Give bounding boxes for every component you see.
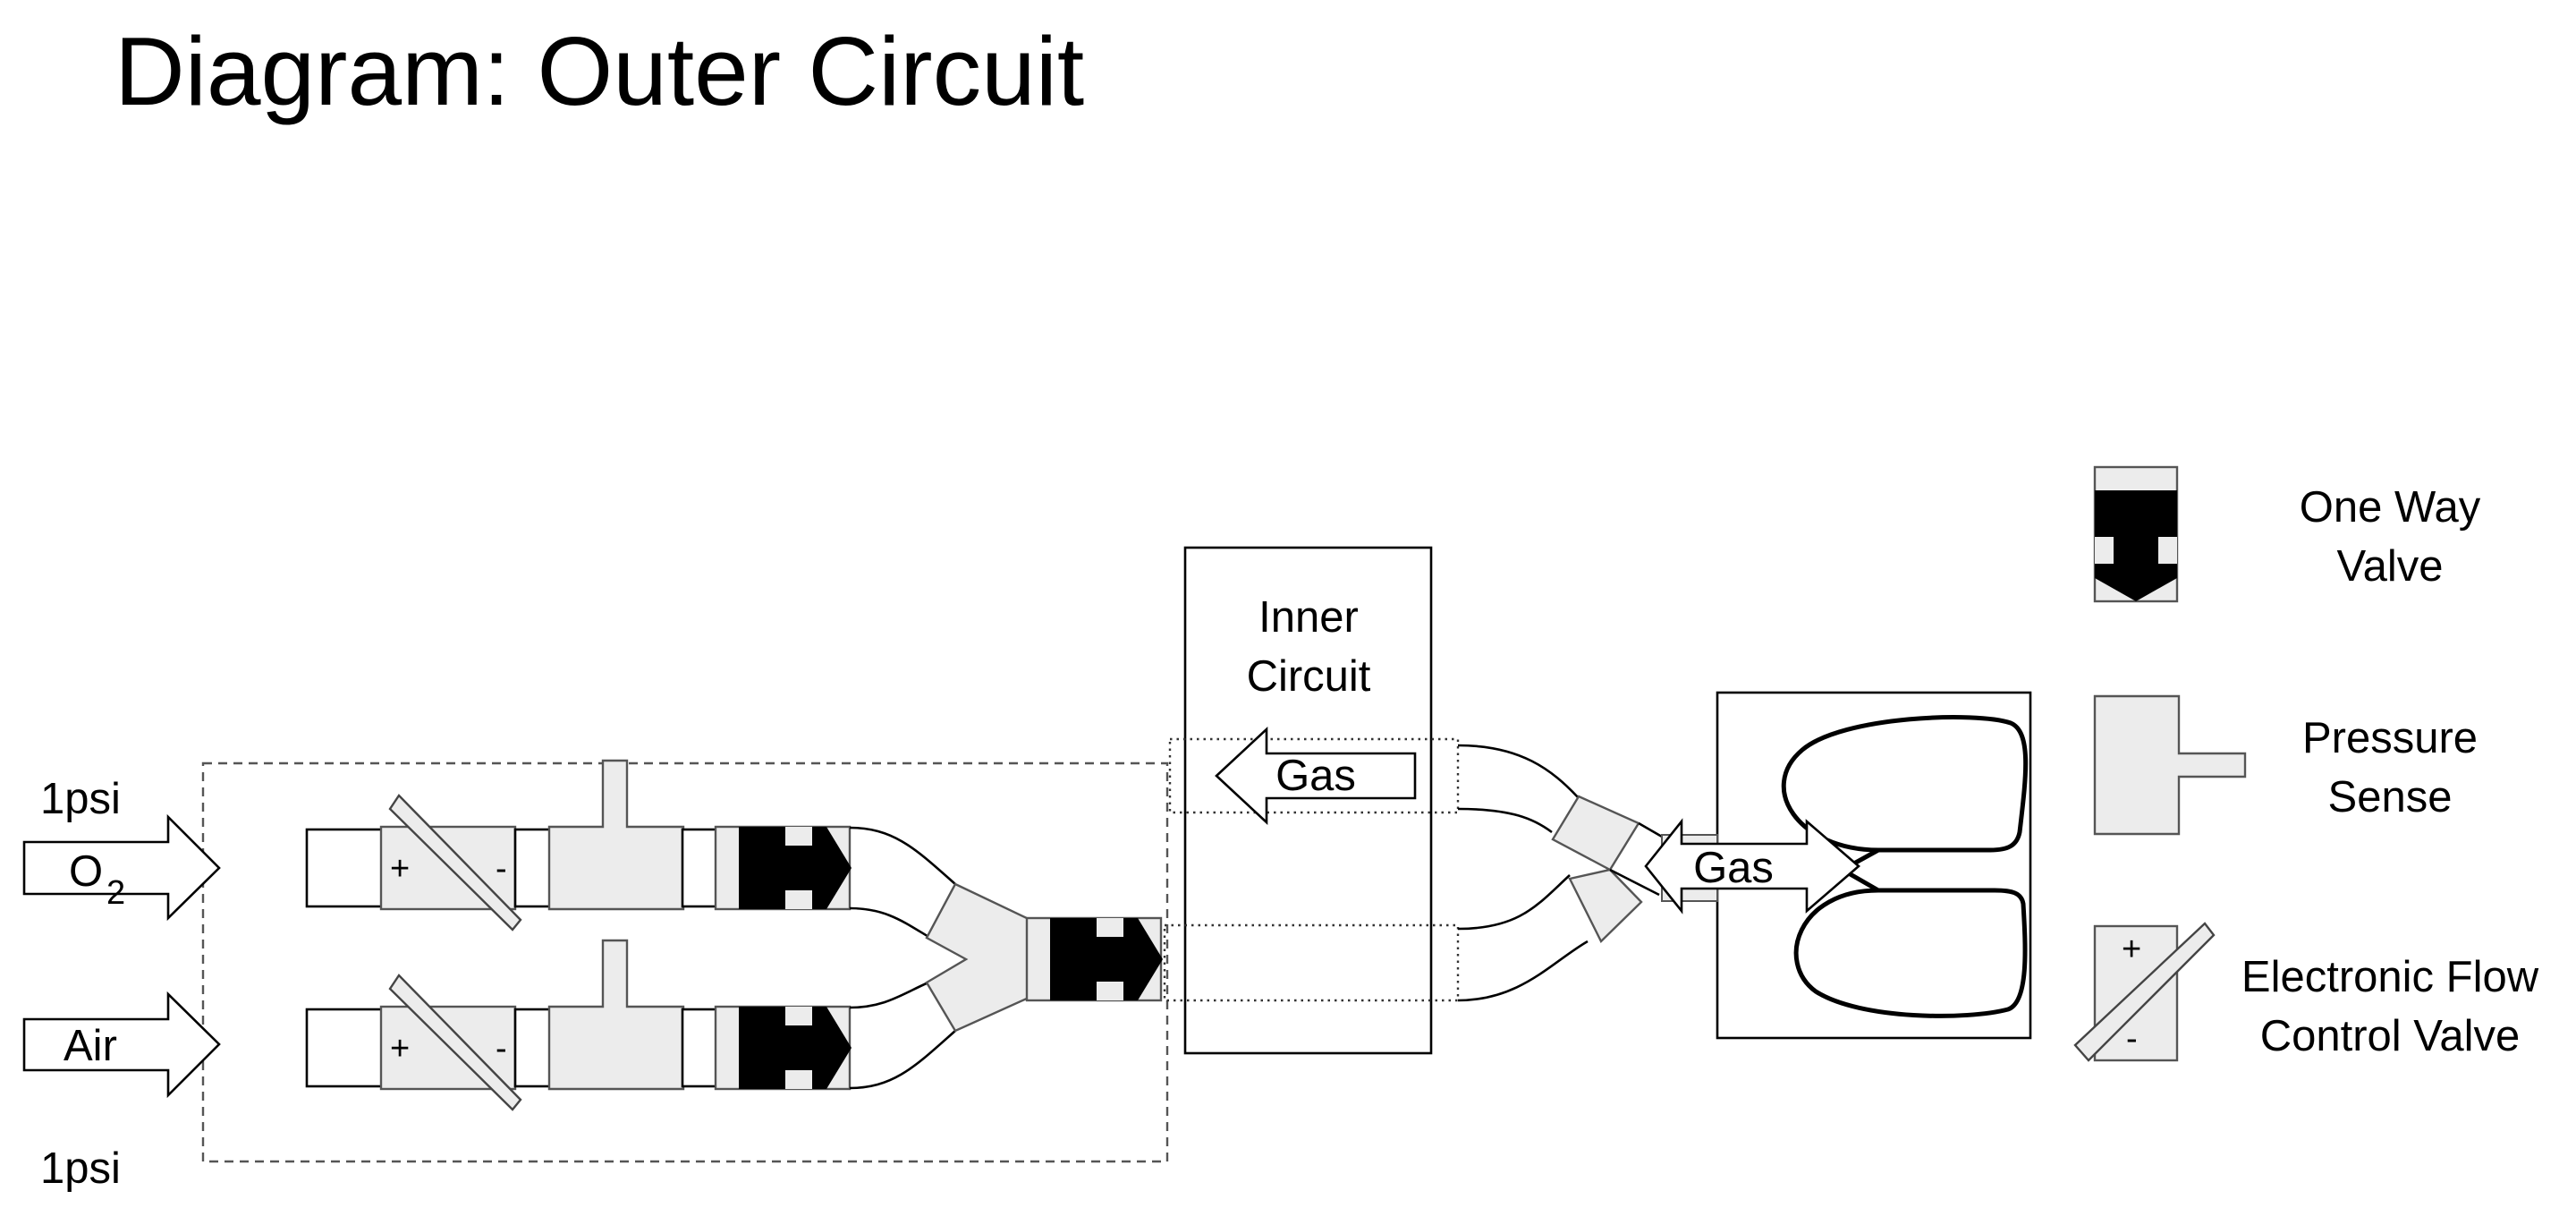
o2-input-arrow: O 2 [22, 813, 221, 922]
patient-gas-arrow: Gas [1644, 818, 1860, 915]
air-input-arrow: Air [22, 991, 221, 1099]
o2-valve-plus: + [390, 850, 410, 888]
o2-pressure-sensor [547, 759, 685, 911]
legend-pressure-sense-line2: Sense [2328, 773, 2453, 821]
y-connector [925, 882, 1030, 1033]
air-branch: + - [305, 939, 853, 1111]
return-gas-label: Gas [1275, 752, 1356, 800]
inner-circuit-label-line1: Inner [1258, 593, 1359, 642]
patient-gas-label: Gas [1693, 844, 1774, 892]
air-valve-plus: + [390, 1030, 410, 1068]
legend-flow-control-line1: Electronic Flow [2241, 953, 2539, 1001]
mixing-pipes [849, 826, 956, 1090]
o2-one-way-valve [714, 825, 853, 911]
inner-circuit-box [1183, 546, 1433, 1055]
o2-branch: + - [305, 759, 853, 932]
o2-label: O [69, 847, 103, 896]
o2-flow-control-valve: + - [379, 794, 522, 932]
legend-pressure-sense-line1: Pressure [2302, 714, 2478, 762]
o2-valve-minus: - [496, 850, 507, 888]
page-title: Diagram: Outer Circuit [114, 17, 1084, 126]
legend-flow-control-line2: Control Valve [2260, 1012, 2521, 1060]
air-pressure-sensor [547, 939, 685, 1091]
return-channel [1168, 737, 1460, 814]
air-label: Air [64, 1022, 117, 1070]
supply-channel [1163, 923, 1460, 1002]
o2-pressure-label: 1psi [40, 775, 121, 823]
legend-flow-minus: - [2126, 1020, 2138, 1058]
legend-one-way-valve-line1: One Way [2300, 483, 2481, 532]
legend-flow-plus: + [2122, 931, 2141, 968]
legend-pressure-sensor-icon [2093, 694, 2247, 836]
air-pressure-label: 1psi [40, 1144, 121, 1193]
o2-subscript: 2 [106, 874, 125, 912]
legend: One Way Valve Pressure Sense + - Electro… [2073, 465, 2539, 1062]
patient-pipes [1457, 744, 1589, 1002]
inner-circuit-label-line2: Circuit [1247, 652, 1371, 701]
main-one-way-valve [1025, 916, 1165, 1002]
upper-patient-connector [1551, 795, 1640, 872]
return-gas-arrow: Gas [1215, 727, 1417, 825]
legend-flow-control-valve-icon: + - [2073, 922, 2216, 1062]
air-one-way-valve [714, 1005, 853, 1091]
air-valve-minus: - [496, 1030, 507, 1068]
lower-patient-connector [1568, 868, 1643, 944]
legend-one-way-valve-icon [2093, 465, 2179, 603]
legend-one-way-valve-line2: Valve [2337, 542, 2444, 591]
outer-circuit-boundary [201, 761, 1169, 1163]
air-flow-control-valve: + - [379, 974, 522, 1111]
